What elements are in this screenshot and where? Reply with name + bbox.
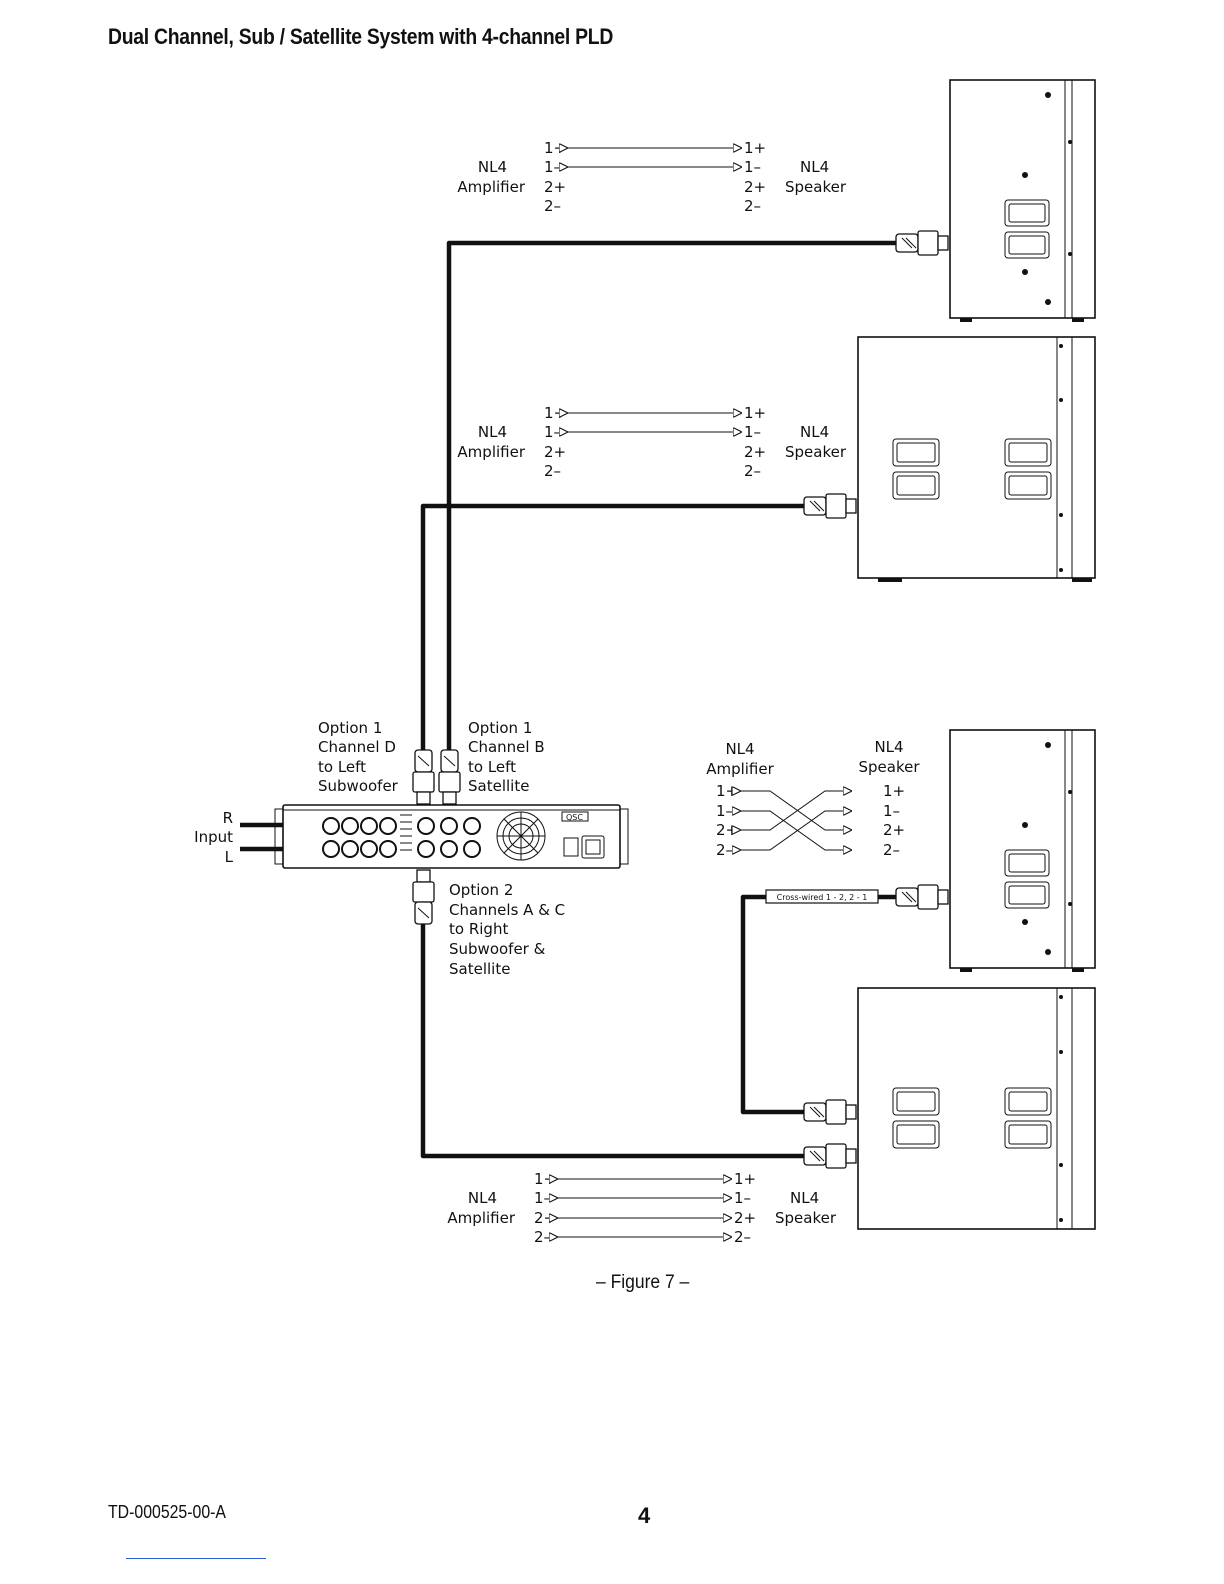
pin-left-mid-2m: 2– xyxy=(544,462,561,480)
spk-label-bot: NL4 xyxy=(790,1189,819,1207)
pin-cross-right-1p: 1+ xyxy=(883,782,905,800)
nl4-pinout-top: NL4 Amplifier 1+ 1– 2+ 2– 1+ 1– 2+ 2– NL… xyxy=(457,139,846,215)
input-labels: R Input L xyxy=(194,809,233,866)
accent-rule xyxy=(126,1558,266,1559)
cable-option2-to-subwoofer xyxy=(420,918,806,1159)
subwoofer-top xyxy=(857,336,1096,582)
pin-left-mid-2p: 2+ xyxy=(544,443,566,461)
option1-b-line1: Option 1 xyxy=(468,719,532,737)
option1-d-line1: Option 1 xyxy=(318,719,382,737)
option2-line1: Option 2 xyxy=(449,881,513,899)
pin-right-mid-1m: 1– xyxy=(744,423,761,441)
pin-right-bot-1p: 1+ xyxy=(734,1170,756,1188)
amp-label-top: NL4 xyxy=(478,158,507,176)
pin-left-bot-2m: 2– xyxy=(534,1228,551,1246)
nl4-pinout-middle: NL4 Amplifier 1+ 1– 2+ 2– 1+ 1– 2+ 2– NL… xyxy=(457,404,846,480)
nl4-pinout-bottom: NL4 Amplifier 1+ 1– 2+ 2– 1+ 1– 2+ 2– NL… xyxy=(447,1170,836,1246)
option2-line3: to Right xyxy=(449,920,508,938)
page-title: Dual Channel, Sub / Satellite System wit… xyxy=(108,24,614,49)
speakon-connector-option2 xyxy=(412,869,435,925)
input-label: Input xyxy=(194,828,233,846)
input-l-label: L xyxy=(225,848,234,866)
nl4-pinout-crosswired: NL4 Amplifier NL4 Speaker 1+ 1– 2+ 2– 1+… xyxy=(706,738,920,859)
amp-label-mid: NL4 xyxy=(478,423,507,441)
pin-cross-left-1p: 1+ xyxy=(716,782,738,800)
satellite-speaker-bottom xyxy=(949,729,1096,972)
pin-cross-left-2m: 2– xyxy=(716,841,733,859)
pin-left-bot-2p: 2+ xyxy=(534,1209,556,1227)
pin-right-top-1m: 1– xyxy=(744,158,761,176)
option1-d-line3: to Left xyxy=(318,758,366,776)
spk-label-mid: NL4 xyxy=(800,423,829,441)
option1-b-line2: Channel B xyxy=(468,738,545,756)
pin-right-mid-1p: 1+ xyxy=(744,404,766,422)
amp-label-cross: NL4 xyxy=(725,740,754,758)
spk-sub-cross: Speaker xyxy=(858,758,920,776)
pin-right-top-2m: 2– xyxy=(744,197,761,215)
cable-channel-b-to-satellite xyxy=(446,240,898,752)
cable-channel-d-to-subwoofer xyxy=(420,503,806,752)
pin-right-bot-2m: 2– xyxy=(734,1228,751,1246)
spk-sub-mid: Speaker xyxy=(785,443,847,461)
pin-right-mid-2p: 2+ xyxy=(744,443,766,461)
pin-cross-right-2p: 2+ xyxy=(883,821,905,839)
pin-left-mid-1m: 1– xyxy=(544,423,561,441)
amp-sub-bot: Amplifier xyxy=(447,1209,515,1227)
amp-sub-mid: Amplifier xyxy=(457,443,525,461)
spk-sub-top: Speaker xyxy=(785,178,847,196)
speakon-connector-top-subwoofer xyxy=(803,493,857,519)
pin-right-mid-2m: 2– xyxy=(744,462,761,480)
figure-caption: – Figure 7 – xyxy=(596,1272,690,1293)
speakon-connector-bottom-subwoofer-2 xyxy=(803,1143,857,1169)
option1-d-line4: Subwoofer xyxy=(318,777,399,795)
crosswired-label: Cross-wired 1 - 2, 2 - 1 xyxy=(777,893,868,902)
amp-sub-top: Amplifier xyxy=(457,178,525,196)
option1-b-line4: Satellite xyxy=(468,777,529,795)
pin-cross-right-2m: 2– xyxy=(883,841,900,859)
pin-right-top-2p: 2+ xyxy=(744,178,766,196)
pin-left-bot-1m: 1– xyxy=(534,1189,551,1207)
pin-left-top-1m: 1– xyxy=(544,158,561,176)
amplifier-rear-panel: QSC xyxy=(274,804,629,869)
speakon-connector-channel-d xyxy=(412,749,435,805)
amplifier-brand: QSC xyxy=(566,813,583,822)
option1-d-line2: Channel D xyxy=(318,738,396,756)
option1-b-line3: to Left xyxy=(468,758,516,776)
subwoofer-bottom xyxy=(857,987,1096,1230)
pin-right-bot-2p: 2+ xyxy=(734,1209,756,1227)
option2-line5: Satellite xyxy=(449,960,510,978)
option1-channel-b-label: Option 1 Channel B to Left Satellite xyxy=(468,719,545,795)
spk-label-top: NL4 xyxy=(800,158,829,176)
satellite-speaker-top xyxy=(949,79,1096,322)
option1-channel-d-label: Option 1 Channel D to Left Subwoofer xyxy=(318,719,399,795)
page-number: 4 xyxy=(638,1503,651,1528)
spk-sub-bot: Speaker xyxy=(775,1209,837,1227)
spk-label-cross: NL4 xyxy=(874,738,903,756)
speakon-connector-top-satellite xyxy=(895,230,949,256)
pin-left-top-1p: 1+ xyxy=(544,139,566,157)
pin-cross-right-1m: 1– xyxy=(883,802,900,820)
pin-left-top-2m: 2– xyxy=(544,197,561,215)
amp-sub-cross: Amplifier xyxy=(706,760,774,778)
pin-cross-left-2p: 2+ xyxy=(716,821,738,839)
option2-line4: Subwoofer & xyxy=(449,940,546,958)
option2-line2: Channels A & C xyxy=(449,901,565,919)
pin-left-bot-1p: 1+ xyxy=(534,1170,556,1188)
document-id: TD-000525-00-A xyxy=(108,1502,226,1522)
amp-label-bot: NL4 xyxy=(468,1189,497,1207)
pin-left-mid-1p: 1+ xyxy=(544,404,566,422)
speakon-connector-channel-b xyxy=(438,749,461,805)
pin-right-bot-1m: 1– xyxy=(734,1189,751,1207)
pin-right-top-1p: 1+ xyxy=(744,139,766,157)
input-r-label: R xyxy=(223,809,233,827)
option2-label: Option 2 Channels A & C to Right Subwoof… xyxy=(449,881,565,978)
pin-left-top-2p: 2+ xyxy=(544,178,566,196)
speakon-connector-bottom-subwoofer-1 xyxy=(803,1099,857,1125)
crosswired-cable-tag: Cross-wired 1 - 2, 2 - 1 xyxy=(765,889,879,904)
speakon-connector-bottom-satellite xyxy=(895,884,949,910)
pin-cross-left-1m: 1– xyxy=(716,802,733,820)
